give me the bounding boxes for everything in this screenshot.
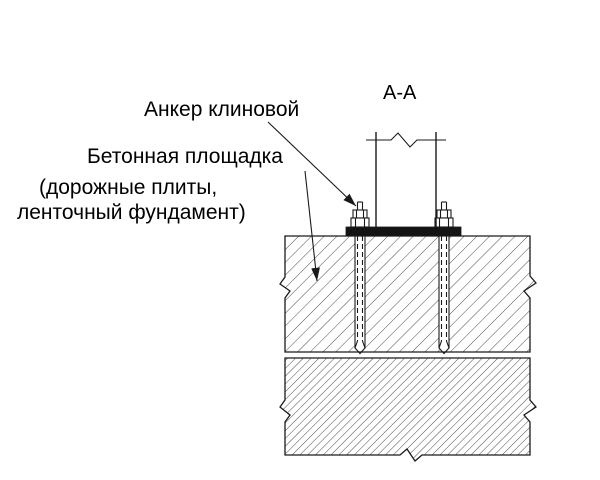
section-title: А-А [383, 82, 417, 104]
anchor-callout-label: Анкер клиновой [144, 98, 300, 121]
pad-leader-line [304, 170, 320, 282]
base-plate [345, 226, 462, 237]
pad-callout-line3: ленточный фундамент) [17, 201, 246, 224]
pad-callout-line1: Бетонная площадка [87, 145, 283, 168]
column-post [366, 132, 446, 227]
anchor-bolt-left [350, 201, 370, 355]
concrete-pad-block [279, 235, 537, 353]
pad-callout-line2: (дорожные плиты, [39, 176, 218, 199]
anchor-leader-line [267, 121, 357, 207]
leader-lines [267, 121, 357, 282]
foundation-block [279, 357, 537, 462]
